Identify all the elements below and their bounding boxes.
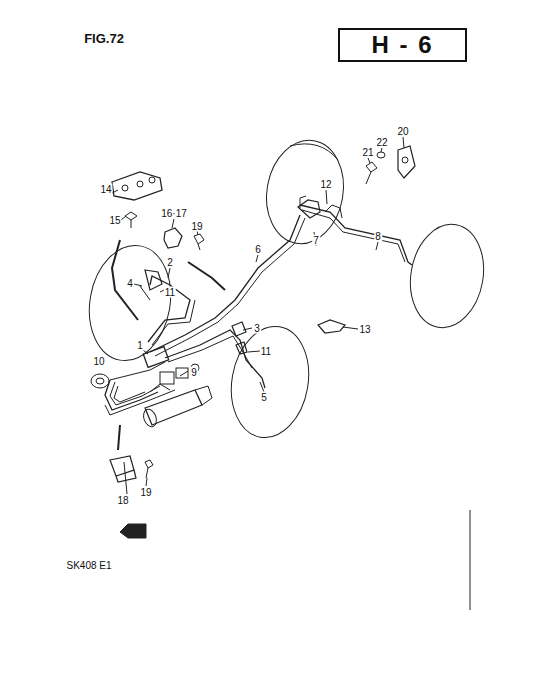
callout-number: 8 bbox=[374, 231, 382, 242]
figure-title: FIG.72 bbox=[84, 31, 124, 46]
section-code-box: H - 6 bbox=[338, 28, 467, 62]
callout-number: 11 bbox=[260, 346, 272, 357]
callout-number: 21 bbox=[361, 147, 374, 158]
callout-number: 4 bbox=[126, 278, 134, 289]
callout-number: 15 bbox=[108, 215, 121, 226]
callout-number: 12 bbox=[319, 179, 332, 190]
callout-number: 10 bbox=[92, 356, 105, 367]
callout-number: 7 bbox=[312, 235, 320, 246]
callout-number: 9 bbox=[190, 367, 198, 378]
callout-number: 18 bbox=[116, 495, 129, 506]
callout-number: 3 bbox=[253, 323, 261, 334]
callout-number: 19 bbox=[139, 487, 152, 498]
drawing-code: SK408 E1 bbox=[65, 560, 112, 571]
callout-number: 22 bbox=[375, 137, 388, 148]
callout-number: 5 bbox=[260, 392, 268, 403]
section-code: H - 6 bbox=[371, 31, 433, 59]
callout-number: 19 bbox=[190, 221, 203, 232]
callout-number: 2 bbox=[166, 257, 174, 268]
callout-number: 1 bbox=[136, 340, 144, 351]
callout-number: 14 bbox=[99, 184, 112, 195]
callout-number: 20 bbox=[396, 126, 409, 137]
callout-number: 13 bbox=[358, 324, 371, 335]
callout-number: 6 bbox=[254, 244, 262, 255]
callout-number: 11 bbox=[164, 287, 176, 298]
callout-number: 16·17 bbox=[160, 208, 188, 219]
